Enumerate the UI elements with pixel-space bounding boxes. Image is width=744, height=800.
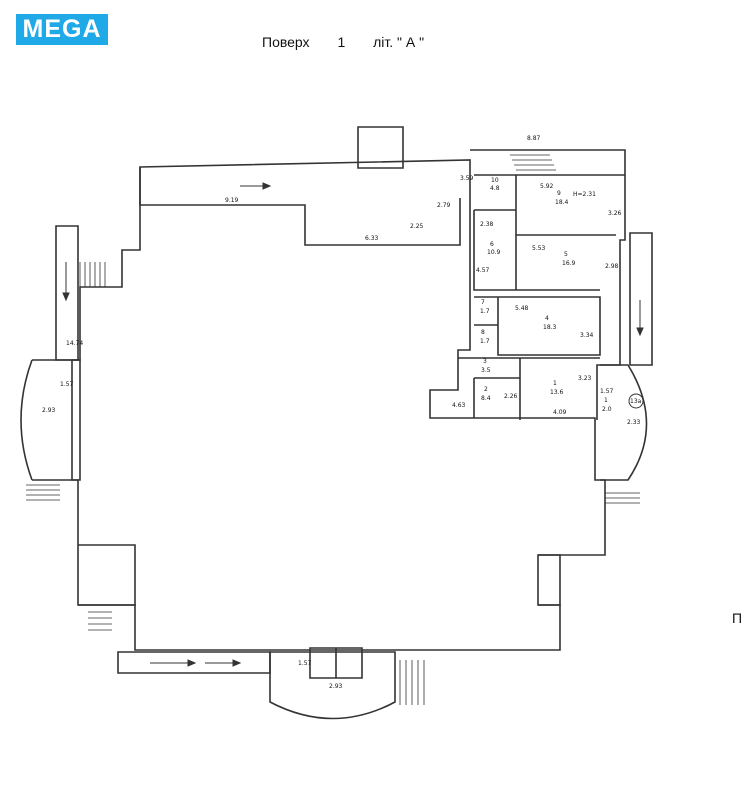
dimension-label: 2.33: [627, 419, 641, 426]
circle-mark-group: 13a: [628, 393, 644, 409]
dimension-label: 3.23: [578, 375, 592, 382]
room-block: [470, 149, 626, 420]
room-9-area: 18.4: [555, 199, 569, 206]
top-box: [357, 126, 404, 169]
walls: [20, 126, 653, 720]
room-1b-number: 1: [604, 397, 608, 404]
dimension-label: 4.63: [452, 402, 466, 409]
dimension-label: 8.87: [527, 135, 541, 142]
arrow-icon: [205, 659, 242, 667]
arrow-icon: [62, 262, 70, 302]
dimension-label: 6.33: [365, 235, 379, 242]
room-4-number: 4: [545, 315, 549, 322]
room-8-area: 1.7: [480, 338, 490, 345]
room-5-number: 5: [564, 251, 568, 258]
right-bay: [600, 364, 648, 481]
room-9-number: 9: [557, 190, 561, 197]
right-ramp: [629, 232, 653, 366]
main-outline: [71, 159, 606, 651]
room-7-number: 7: [481, 299, 485, 306]
room-10-number: 10: [491, 177, 499, 184]
room-8-number: 8: [481, 329, 485, 336]
room-1b-area: 2.0: [602, 406, 612, 413]
dimension-label: 5.48: [515, 305, 529, 312]
dimension-label: 1.57: [298, 660, 312, 667]
room-3-area: 3.5: [481, 367, 491, 374]
dimension-label: 2.38: [480, 221, 494, 228]
bottom-right-niche: [538, 554, 561, 606]
left-stair-block: [78, 544, 136, 606]
room-4-area: 18.3: [543, 324, 557, 331]
dimension-label: 5.53: [532, 245, 546, 252]
arrow-icon: [240, 182, 272, 190]
circle-mark-label: 13a: [630, 398, 642, 405]
dimension-label: 2.25: [410, 223, 424, 230]
dimension-labels: 9.19 6.33 2.25 2.79 3.59 8.87 5.92 3.26 …: [42, 135, 641, 690]
dimension-label: 3.34: [580, 332, 594, 339]
room-10-area: 4.8: [490, 185, 500, 192]
dimension-label: 2.79: [437, 202, 451, 209]
edge-letter: П: [732, 610, 743, 626]
letter-label: літ. " А ": [373, 34, 425, 50]
dimension-label: 14.74: [66, 340, 83, 347]
dimension-label: 5.92: [540, 183, 554, 190]
room-grid: [458, 174, 625, 420]
arrows: [62, 182, 644, 667]
dimension-label: 1.57: [600, 388, 614, 395]
room-2-number: 2: [484, 386, 488, 393]
dimension-label: 9.19: [225, 197, 239, 204]
room-7-area: 1.7: [480, 308, 490, 315]
dimension-label: 4.09: [553, 409, 567, 416]
arrow-icon: [150, 659, 197, 667]
room-1-number: 1: [553, 380, 557, 387]
top-corridor: [139, 167, 461, 246]
room-3-number: 3: [483, 358, 487, 365]
floor-number: 1: [337, 34, 346, 50]
dimension-label: 4.57: [476, 267, 490, 274]
bottom-bay: [269, 651, 396, 720]
dimension-label: 2.98: [605, 263, 619, 270]
room-9-note: H=2.31: [573, 191, 596, 198]
dimension-label: 2.26: [504, 393, 518, 400]
room-1-area: 13.6: [550, 389, 564, 396]
room-labels: 10 4.8 9 18.4 H=2.31 6 10.9 5 16.9 7 1.7…: [480, 177, 612, 413]
room-6-area: 10.9: [487, 249, 501, 256]
dimension-label: 2.93: [42, 407, 56, 414]
circle-mark: [628, 393, 644, 409]
arrow-icon: [636, 300, 644, 337]
floor-label: Поверх: [262, 34, 310, 50]
floor-title: Поверх 1 літ. " А ": [262, 34, 448, 50]
room-5-area: 16.9: [562, 260, 576, 267]
left-bay: [20, 359, 81, 481]
mega-logo: MEGA: [16, 14, 108, 45]
stairs: [26, 154, 640, 705]
room-6-number: 6: [490, 241, 494, 248]
entrance-vestibule: [309, 647, 363, 679]
dimension-label: 3.26: [608, 210, 622, 217]
dimension-label: 3.59: [460, 175, 474, 182]
dimension-label: 2.93: [329, 683, 343, 690]
room-2-area: 8.4: [481, 395, 491, 402]
dimension-label: 1.57: [60, 381, 74, 388]
